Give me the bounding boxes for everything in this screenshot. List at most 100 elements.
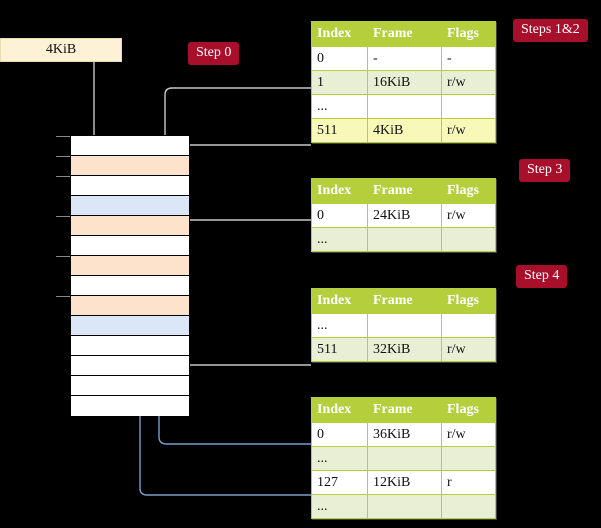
table-row: 0 24KiB r/w (311, 203, 496, 228)
column-header-flags: Flags (441, 178, 496, 204)
table-header-row: Index Frame Flags (311, 21, 496, 47)
cell-index: 1 (311, 70, 368, 95)
cell-frame (367, 446, 442, 471)
cell-flags (441, 313, 496, 338)
cell-flags: r/w (441, 203, 496, 228)
cell-flags (441, 94, 496, 119)
physical-memory-block (70, 135, 190, 416)
wire-table2-row511-to-memory (171, 311, 311, 366)
column-header-frame: Frame (367, 288, 442, 314)
cell-index: ... (311, 94, 368, 119)
column-header-flags: Flags (441, 21, 496, 47)
cell-frame: 24KiB (367, 203, 442, 228)
memory-frame-row (71, 276, 189, 296)
wire-table1-row0-to-memory (178, 219, 311, 260)
step-label-step-4: Step 4 (516, 265, 568, 288)
cell-frame (367, 494, 442, 519)
cell-frame (367, 313, 442, 338)
column-header-index: Index (311, 288, 368, 314)
table-header-row: Index Frame Flags (311, 397, 496, 423)
cell-index: 0 (311, 46, 368, 71)
memory-frame-row (71, 356, 189, 376)
memory-tick-0 (56, 136, 70, 137)
cell-flags: - (441, 46, 496, 71)
cell-flags: r/w (441, 70, 496, 95)
cell-index: 127 (311, 470, 368, 495)
table-row: ... (311, 313, 496, 338)
cell-flags: r/w (441, 422, 496, 447)
column-header-flags: Flags (441, 397, 496, 423)
column-header-frame: Frame (367, 178, 442, 204)
cell-flags (441, 446, 496, 471)
column-header-flags: Flags (441, 288, 496, 314)
step-label-steps-1-2: Steps 1&2 (513, 19, 588, 42)
table-row: ... (311, 494, 496, 519)
table-row: ... (311, 446, 496, 471)
cell-frame: 16KiB (367, 70, 442, 95)
memory-tick-1 (56, 156, 70, 157)
memory-frame-row (71, 376, 189, 396)
cell-flags: r (441, 470, 496, 495)
column-header-frame: Frame (367, 21, 442, 47)
cell-frame: 4KiB (367, 118, 442, 143)
step-label-step-0: Step 0 (188, 42, 240, 65)
memory-frame-row (71, 176, 189, 196)
memory-frame-row (71, 236, 189, 256)
table-row: 1 16KiB r/w (311, 70, 496, 95)
column-header-index: Index (311, 178, 368, 204)
column-header-index: Index (311, 397, 368, 423)
wire-table3-row127-to-memory (131, 215, 311, 496)
memory-frame-row (71, 216, 189, 236)
table-row: 511 32KiB r/w (311, 337, 496, 362)
cell-frame (367, 227, 442, 252)
memory-frame-row (71, 256, 189, 276)
step-label-step-3: Step 3 (519, 159, 571, 182)
cell-index: 511 (311, 337, 368, 362)
cell-frame: 12KiB (367, 470, 442, 495)
cell-frame: 32KiB (367, 337, 442, 362)
cell-frame: - (367, 46, 442, 71)
memory-frame-row (71, 156, 189, 176)
cell-index: ... (311, 494, 368, 519)
wire-table0-row1-to-memory (164, 87, 311, 151)
table-row: 127 12KiB r (311, 470, 496, 495)
table-row: 0 - - (311, 46, 496, 71)
page-table-steps-1-2: Index Frame Flags 0 - - 1 16KiB r/w ... … (311, 21, 496, 143)
memory-tick-3 (56, 216, 70, 217)
cell-index: 0 (311, 203, 368, 228)
table-row: ... (311, 94, 496, 119)
cell-index: 0 (311, 422, 368, 447)
memory-tick-5 (56, 296, 70, 297)
cell-flags (441, 494, 496, 519)
table-header-row: Index Frame Flags (311, 178, 496, 204)
memory-frame-row (71, 396, 189, 416)
cell-index: ... (311, 446, 368, 471)
table-row: ... (311, 227, 496, 252)
cell-frame (367, 94, 442, 119)
table-row-highlighted: 511 4KiB r/w (311, 118, 496, 143)
cell-flags: r/w (441, 337, 496, 362)
cell-flags: r/w (441, 118, 496, 143)
column-header-index: Index (311, 21, 368, 47)
cell-index: ... (311, 227, 368, 252)
page-table-step-4-a: Index Frame Flags ... 511 32KiB r/w (311, 288, 496, 362)
source-frame-box: 4KiB (0, 38, 122, 62)
cell-index: 511 (311, 118, 368, 143)
memory-frame-row (71, 136, 189, 156)
memory-frame-row (71, 316, 189, 336)
memory-frame-row (71, 196, 189, 216)
source-frame-label: 4KiB (45, 42, 77, 57)
table-row: 0 36KiB r/w (311, 422, 496, 447)
cell-frame: 36KiB (367, 422, 442, 447)
memory-tick-4 (56, 256, 70, 257)
page-table-step-4-b: Index Frame Flags 0 36KiB r/w ... 127 12… (311, 397, 496, 519)
cell-flags (441, 227, 496, 252)
wire-table3-row0-to-memory (150, 332, 311, 445)
cell-index: ... (311, 313, 368, 338)
column-header-frame: Frame (367, 397, 442, 423)
table-header-row: Index Frame Flags (311, 288, 496, 314)
memory-frame-row (71, 336, 189, 356)
memory-tick-2 (56, 176, 70, 177)
page-table-step-3: Index Frame Flags 0 24KiB r/w ... (311, 178, 496, 252)
memory-frame-row (71, 296, 189, 316)
